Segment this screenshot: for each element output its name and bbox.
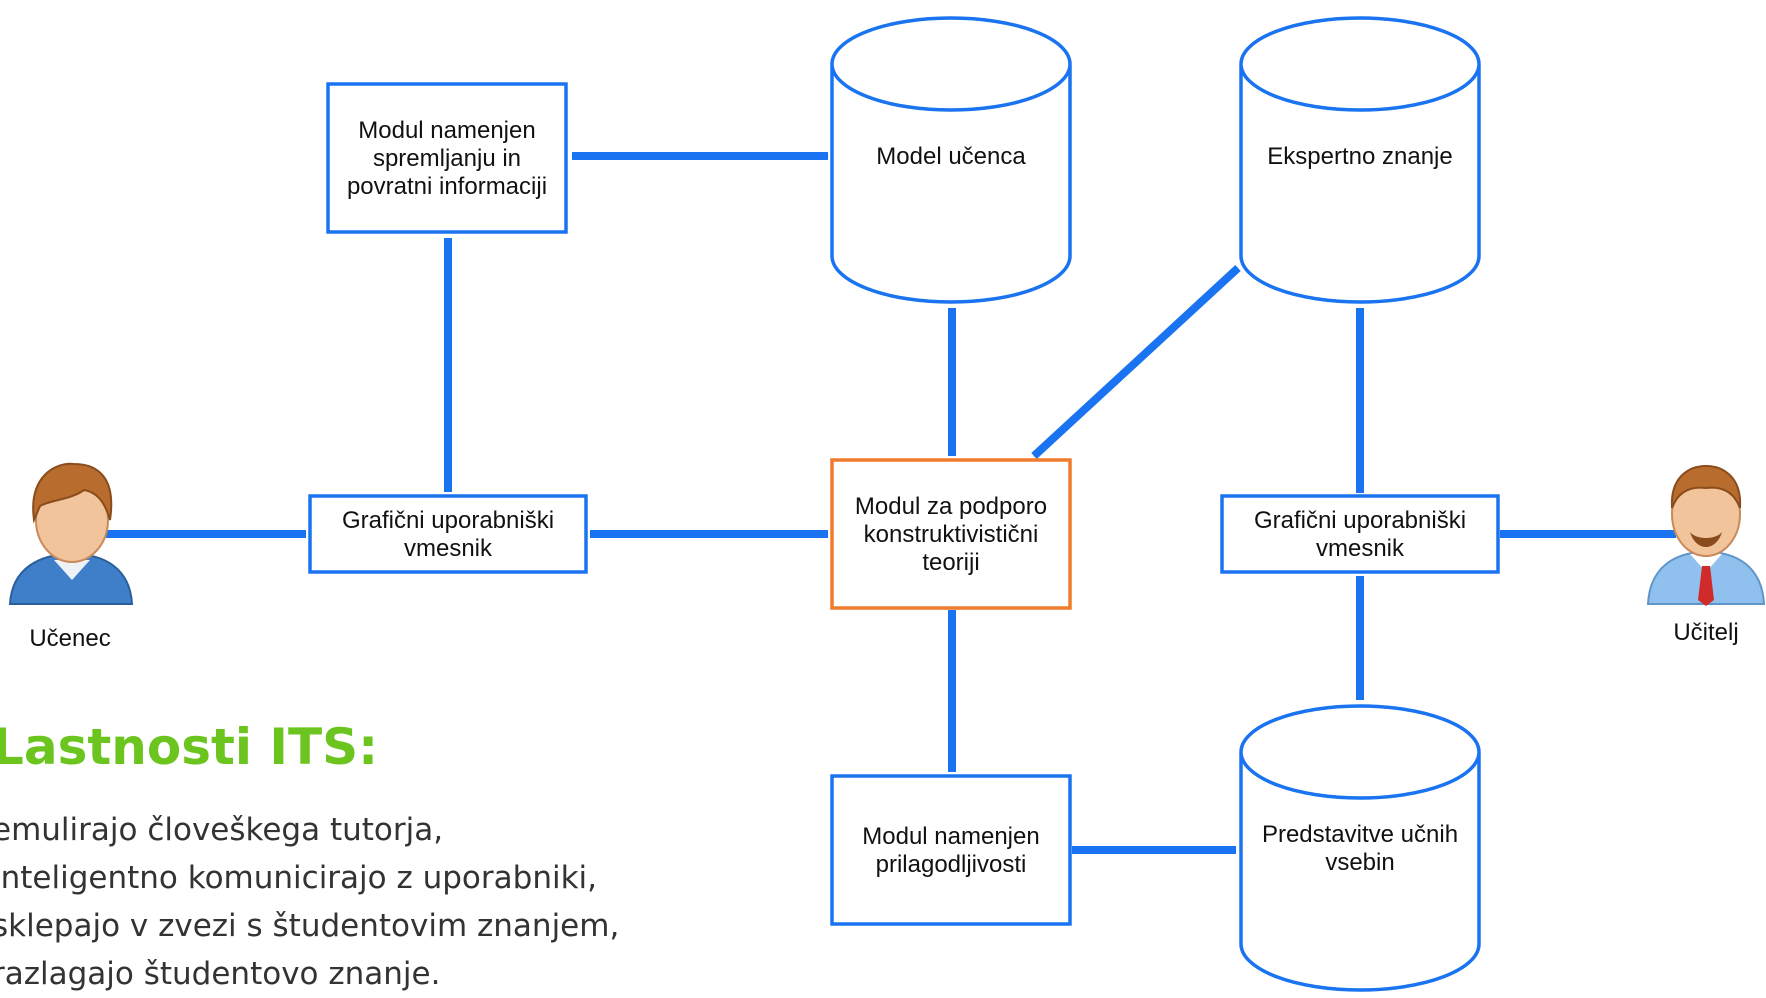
node-label-line: prilagodljivosti [876, 851, 1027, 878]
adaptivity-module-box [830, 774, 1072, 926]
node-label-line: Model učenca [876, 143, 1026, 170]
feedback-module-box [326, 82, 568, 234]
properties-heading: Lastnosti ITS: [0, 718, 379, 776]
learner-label: Učenec [29, 625, 110, 652]
node-label-line: vmesnik [1316, 535, 1405, 562]
node-label-line: Ekspertno znanje [1267, 143, 1452, 170]
content-representation-cylinder [1239, 704, 1481, 992]
learner-model-node: Model učenca [830, 16, 1072, 304]
constructivist-module-box [830, 458, 1072, 610]
learner-model-cylinder [830, 16, 1072, 304]
gui-left-box [308, 494, 588, 574]
properties-list-item: emulirajo človeškega tutorja, [0, 812, 444, 848]
node-label-line: spremljanju in [373, 145, 521, 172]
teacher-actor: Učitelj [1646, 464, 1766, 646]
gui-right-box [1220, 494, 1500, 574]
student-person-icon [8, 462, 134, 605]
node-label-line: teoriji [922, 549, 979, 576]
node-label-line: vmesnik [404, 535, 493, 562]
expert-knowledge-node: Ekspertno znanje [1239, 16, 1481, 304]
expert-knowledge-cylinder [1239, 16, 1481, 304]
node-label-line: Predstavitve učnih [1262, 821, 1458, 848]
properties-list-item: inteligentno komunicirajo z uporabniki, [0, 860, 597, 896]
properties-list-item: sklepajo v zvezi s študentovim znanjem, [0, 908, 620, 944]
node-label-line: konstruktivistični [864, 521, 1039, 548]
properties-list-item: razlagajo študentovo znanje. [0, 956, 441, 992]
learner-model-label: Model učenca [876, 143, 1026, 170]
node-label-line: vsebin [1325, 849, 1394, 876]
node-label-line: Modul namenjen [358, 117, 535, 144]
node-label-line: Grafični uporabniški [1254, 507, 1466, 534]
teacher-label: Učitelj [1673, 619, 1738, 646]
node-label-line: povratni informaciji [347, 173, 547, 200]
arrow-expert-to-central [1031, 265, 1241, 459]
learner-actor: Učenec [8, 462, 134, 652]
node-label-line: Modul namenjen [862, 823, 1039, 850]
teacher-person-icon [1646, 464, 1766, 606]
properties-list: emulirajo človeškega tutorja, inteligent… [0, 806, 619, 998]
node-label-line: Grafični uporabniški [342, 507, 554, 534]
expert-knowledge-label: Ekspertno znanje [1267, 143, 1452, 170]
node-label-line: Modul za podporo [855, 493, 1047, 520]
connector-arrows [105, 152, 1677, 854]
